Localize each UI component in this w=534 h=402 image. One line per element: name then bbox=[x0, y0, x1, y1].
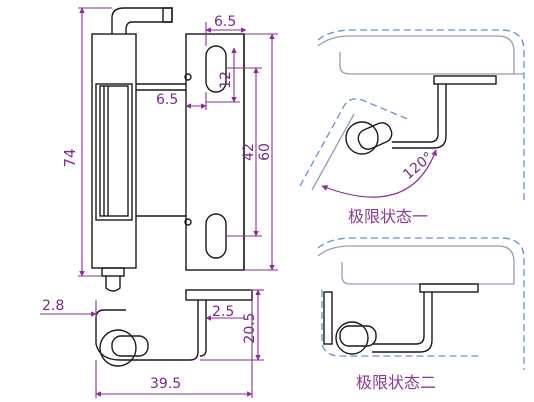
dim-42: 42 bbox=[241, 143, 257, 161]
dim-20-5: 20.5 bbox=[242, 312, 258, 343]
dimension-lines bbox=[40, 7, 278, 398]
side-view-plate bbox=[185, 33, 245, 271]
caption-limit-state-one: 极限状态一 bbox=[348, 207, 428, 226]
limit-state-two: 极限状态二 bbox=[317, 237, 525, 392]
angle-120-label: 120° bbox=[400, 149, 436, 183]
dim-12: 12 bbox=[218, 71, 234, 89]
bottom-view-hinge bbox=[95, 289, 253, 367]
dim-74: 74 bbox=[61, 148, 79, 167]
front-view-hinge bbox=[91, 7, 192, 292]
dim-2-5: 2.5 bbox=[212, 304, 234, 320]
dim-6-5-mid: 6.5 bbox=[156, 92, 178, 108]
caption-limit-state-two: 极限状态二 bbox=[356, 373, 436, 392]
dimension-labels: 74 6.5 12 6.5 42 60 2.8 2.5 20.5 39.5 bbox=[42, 14, 273, 392]
limit-state-one: 120° 极限状态一 bbox=[299, 29, 525, 226]
dim-60: 60 bbox=[257, 143, 273, 161]
dim-2-8: 2.8 bbox=[42, 298, 64, 314]
dim-6-5-top: 6.5 bbox=[214, 14, 236, 30]
dim-39-5: 39.5 bbox=[150, 376, 181, 392]
